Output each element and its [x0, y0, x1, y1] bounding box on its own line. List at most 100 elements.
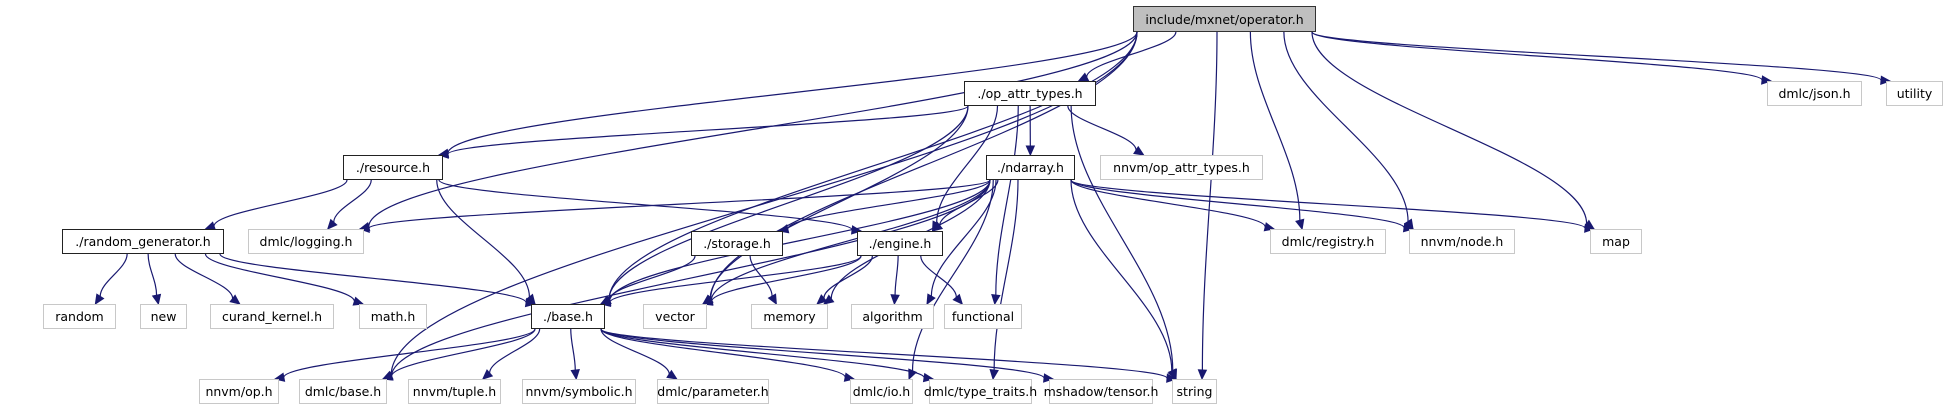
edge-ndarray-to-base	[608, 179, 991, 302]
node-base[interactable]: ./base.h	[531, 304, 605, 329]
arrowhead-icon	[229, 294, 241, 305]
edge-op_attr_types-to-functional	[995, 105, 1019, 296]
node-label: mshadow/tensor.h	[1043, 384, 1159, 399]
node-label: dmlc/json.h	[1778, 86, 1851, 101]
edge-operator-to-dmlc_registry	[1249, 31, 1301, 221]
node-math: math.h	[359, 304, 427, 329]
edge-operator-to-op_attr_types	[1086, 31, 1177, 78]
node-label: dmlc/registry.h	[1281, 234, 1375, 249]
edge-base-to-string	[600, 328, 1168, 379]
arrowhead-icon	[352, 296, 365, 306]
edge-ndarray-to-map	[1070, 179, 1586, 229]
node-label: ./op_attr_types.h	[977, 86, 1083, 101]
arrowhead-icon	[94, 293, 105, 306]
edge-operator-to-nnvm_node	[1283, 31, 1409, 222]
arrowhead-icon	[1167, 368, 1177, 381]
edge-op_attr_types-to-resource	[447, 105, 969, 155]
node-nnvm-op-attr-types: nnvm/op_attr_types.h	[1100, 155, 1263, 180]
edge-ndarray-to-dmlc_registry	[1070, 179, 1266, 228]
arrowhead-icon	[1166, 373, 1178, 383]
edge-storage-to-base	[608, 255, 696, 301]
arrowhead-icon	[1043, 373, 1055, 383]
node-resource[interactable]: ./resource.h	[343, 155, 443, 180]
arrowhead-icon	[767, 293, 777, 306]
node-storage[interactable]: ./storage.h	[691, 231, 783, 256]
node-ndarray[interactable]: ./ndarray.h	[986, 155, 1075, 180]
edge-base-to-dmlc_type_traits	[600, 328, 925, 379]
edge-ndarray-to-vector	[710, 179, 991, 301]
edge-resource-to-dmlc_logging	[333, 179, 372, 223]
node-dmlc-parameter: dmlc/parameter.h	[657, 379, 769, 404]
arrowhead-icon	[326, 218, 338, 230]
edge-op_attr_types-to-engine	[936, 105, 999, 224]
arrowhead-icon	[890, 294, 900, 306]
edge-engine-to-vector	[711, 255, 862, 302]
node-dmlc-io: dmlc/io.h	[850, 379, 913, 404]
node-label: nnvm/op.h	[205, 384, 273, 399]
node-utility: utility	[1886, 81, 1943, 106]
edge-operator-to-base	[608, 31, 1138, 300]
node-label: nnvm/tuple.h	[412, 384, 497, 399]
edge-ndarray-to-nnvm_node	[1070, 179, 1405, 229]
node-random-generator[interactable]: ./random_generator.h	[62, 229, 224, 254]
node-nnvm-symbolic: nnvm/symbolic.h	[522, 379, 636, 404]
node-dmlc-base: dmlc/base.h	[299, 379, 387, 404]
node-label: ./engine.h	[868, 236, 932, 251]
edge-ndarray-to-dmlc_logging	[368, 179, 991, 229]
node-label: string	[1176, 384, 1213, 399]
node-label: random	[55, 309, 104, 324]
edge-base-to-dmlc_parameter	[600, 328, 670, 375]
edge-random_generator-to-base	[219, 253, 527, 304]
node-algorithm: algorithm	[851, 304, 934, 329]
node-label: dmlc/type_traits.h	[923, 384, 1038, 399]
edge-resource-to-engine	[438, 179, 853, 231]
edge-base-to-nnvm_symbolic	[570, 328, 576, 371]
arrowhead-icon	[1077, 72, 1090, 82]
arrowhead-icon	[1133, 145, 1145, 156]
arrowhead-icon	[666, 369, 678, 380]
arrowhead-icon	[823, 294, 835, 305]
edge-engine-to-algorithm	[894, 255, 899, 296]
edge-op_attr_types-to-vector	[709, 105, 969, 299]
arrowhead-icon	[358, 223, 370, 234]
node-dmlc-type-traits: dmlc/type_traits.h	[924, 379, 1037, 404]
edge-random_generator-to-random	[99, 253, 128, 297]
node-label: dmlc/io.h	[852, 384, 911, 399]
arrowhead-icon	[1295, 218, 1305, 231]
node-engine[interactable]: ./engine.h	[857, 231, 943, 256]
node-label: vector	[655, 309, 695, 324]
arrowhead-icon	[952, 293, 964, 305]
edge-ndarray-to-dmlc_type_traits	[993, 179, 1019, 371]
node-label: new	[150, 309, 177, 324]
node-nnvm-node: nnvm/node.h	[1409, 229, 1515, 254]
node-map: map	[1590, 229, 1642, 254]
edge-operator-to-dmlc_logging	[368, 31, 1138, 227]
edge-base-to-dmlc_io	[600, 328, 846, 378]
node-label: ./resource.h	[355, 160, 431, 175]
edge-operator-to-map	[1311, 31, 1588, 224]
arrowhead-icon	[1402, 222, 1415, 233]
edge-op_attr_types-to-string	[1070, 105, 1174, 371]
arrowhead-icon	[908, 368, 918, 381]
node-vector: vector	[643, 304, 707, 329]
edge-resource-to-random_generator	[213, 179, 348, 227]
arrowhead-icon	[1880, 75, 1892, 85]
edge-base-to-dmlc_base	[390, 328, 536, 377]
node-label: ./base.h	[543, 309, 593, 324]
node-string: string	[1172, 379, 1217, 404]
node-label: map	[1602, 234, 1630, 249]
edge-operator-to-utility	[1311, 31, 1882, 81]
arrowhead-icon	[926, 293, 936, 306]
arrowhead-icon	[437, 149, 449, 159]
node-label: nnvm/op_attr_types.h	[1113, 160, 1250, 175]
edge-op_attr_types-to-base	[608, 105, 969, 300]
arrowhead-icon	[481, 369, 494, 380]
node-label: dmlc/parameter.h	[657, 384, 769, 399]
arrowhead-icon	[1263, 222, 1276, 232]
node-operator[interactable]: include/mxnet/operator.h	[1133, 6, 1316, 32]
edge-engine-to-functional	[920, 255, 957, 298]
node-label: ./random_generator.h	[75, 234, 211, 249]
node-op-attr-types[interactable]: ./op_attr_types.h	[964, 81, 1096, 106]
